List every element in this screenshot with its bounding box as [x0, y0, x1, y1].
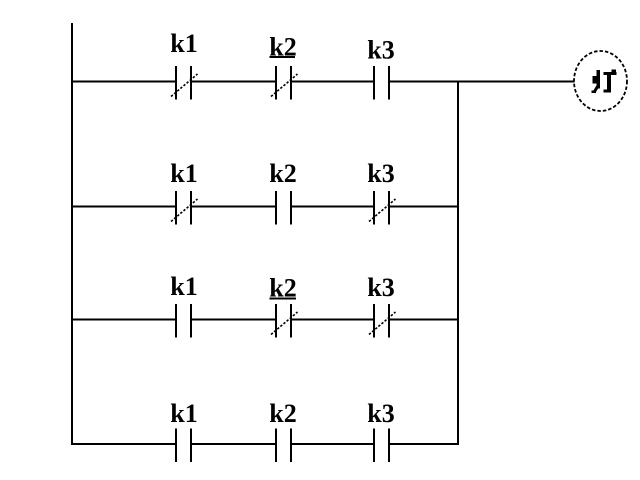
svg-text:k1: k1: [170, 399, 197, 428]
svg-text:k2: k2: [269, 159, 296, 188]
svg-text:k3: k3: [367, 399, 394, 428]
svg-text:k1: k1: [170, 29, 197, 58]
svg-text:k1: k1: [170, 272, 197, 301]
svg-text:k2: k2: [269, 399, 296, 428]
svg-text:k3: k3: [367, 273, 394, 302]
svg-text:k1: k1: [170, 159, 197, 188]
svg-text:k3: k3: [367, 36, 394, 65]
svg-text:k3: k3: [367, 159, 394, 188]
